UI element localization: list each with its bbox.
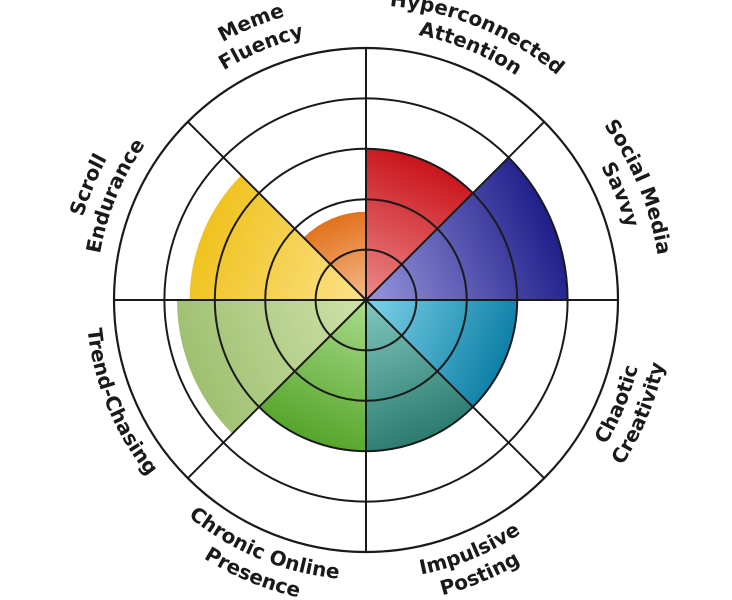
sector-hyperconnected-attention (366, 148, 473, 300)
category-label-trend-chasing: Trend-Chasing (83, 327, 164, 480)
sector-social-media-savvy (366, 157, 568, 300)
grid-spoke (365, 121, 545, 301)
sector-trend-chasing (177, 300, 366, 434)
grid-spoke (365, 299, 545, 479)
grid-layer (112, 46, 620, 554)
grid-spoke (187, 121, 367, 301)
grid-spoke (187, 299, 367, 479)
sector-chronic-online-presence (259, 300, 366, 452)
sector-impulsive-posting (366, 300, 473, 452)
sectors-layer (177, 148, 568, 452)
category-label-line: Trend-Chasing (83, 327, 164, 480)
sector-meme-fluency (303, 211, 366, 300)
category-label-hyperconnected-attention: HyperconnectedAttention (389, 0, 569, 80)
sector-chaotic-creativity (366, 300, 518, 407)
sector-scroll-endurance (189, 175, 366, 300)
